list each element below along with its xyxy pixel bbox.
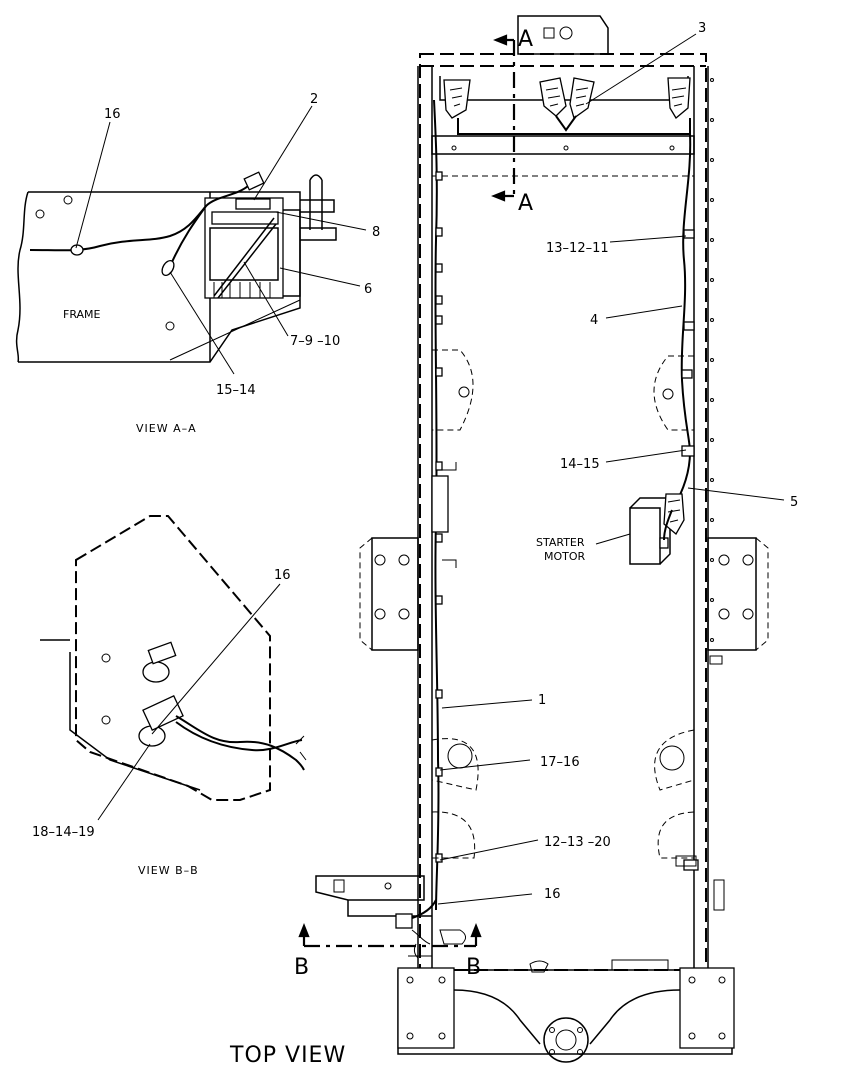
callout-18-14-19: 18–14–19 xyxy=(32,825,95,840)
callout-16-aa: 16 xyxy=(104,107,121,122)
callout-1: 1 xyxy=(538,693,546,708)
frame-label: FRAME xyxy=(63,308,101,321)
section-a-bottom: A xyxy=(518,191,533,216)
section-b-left: B xyxy=(294,955,309,980)
starter-motor-line1: STARTER xyxy=(536,536,585,549)
view-aa-title: VIEW A–A xyxy=(136,422,197,435)
top-view: STARTER MOTOR xyxy=(229,15,798,1068)
callout-7-9-10: 7–9 –10 xyxy=(290,334,340,349)
view-bb-detail: 16 18–14–19 VIEW B–B xyxy=(32,515,307,877)
view-aa-detail: FRAME 16 2 8 6 7–9 –10 15–14 VIEW A–A xyxy=(15,92,380,435)
callout-15-14-aa: 15–14 xyxy=(216,383,256,398)
callout-3: 3 xyxy=(698,21,706,36)
callout-14-15: 14–15 xyxy=(560,457,600,472)
section-a-top: A xyxy=(518,27,533,52)
callout-4: 4 xyxy=(590,313,598,328)
callout-16-bb: 16 xyxy=(274,568,291,583)
callout-2: 2 xyxy=(310,92,318,107)
starter-motor-line2: MOTOR xyxy=(544,550,586,563)
callout-16-top: 16 xyxy=(544,887,561,902)
section-b-right: B xyxy=(466,955,481,980)
callout-12-13-20: 12–13 –20 xyxy=(544,835,611,850)
view-bb-title: VIEW B–B xyxy=(138,864,199,877)
callout-8: 8 xyxy=(372,225,380,240)
top-view-title: TOP VIEW xyxy=(229,1043,346,1068)
callout-13-12-11: 13–12–11 xyxy=(546,241,609,256)
callout-17-16: 17–16 xyxy=(540,755,580,770)
callout-5: 5 xyxy=(790,495,798,510)
callout-6: 6 xyxy=(364,282,372,297)
